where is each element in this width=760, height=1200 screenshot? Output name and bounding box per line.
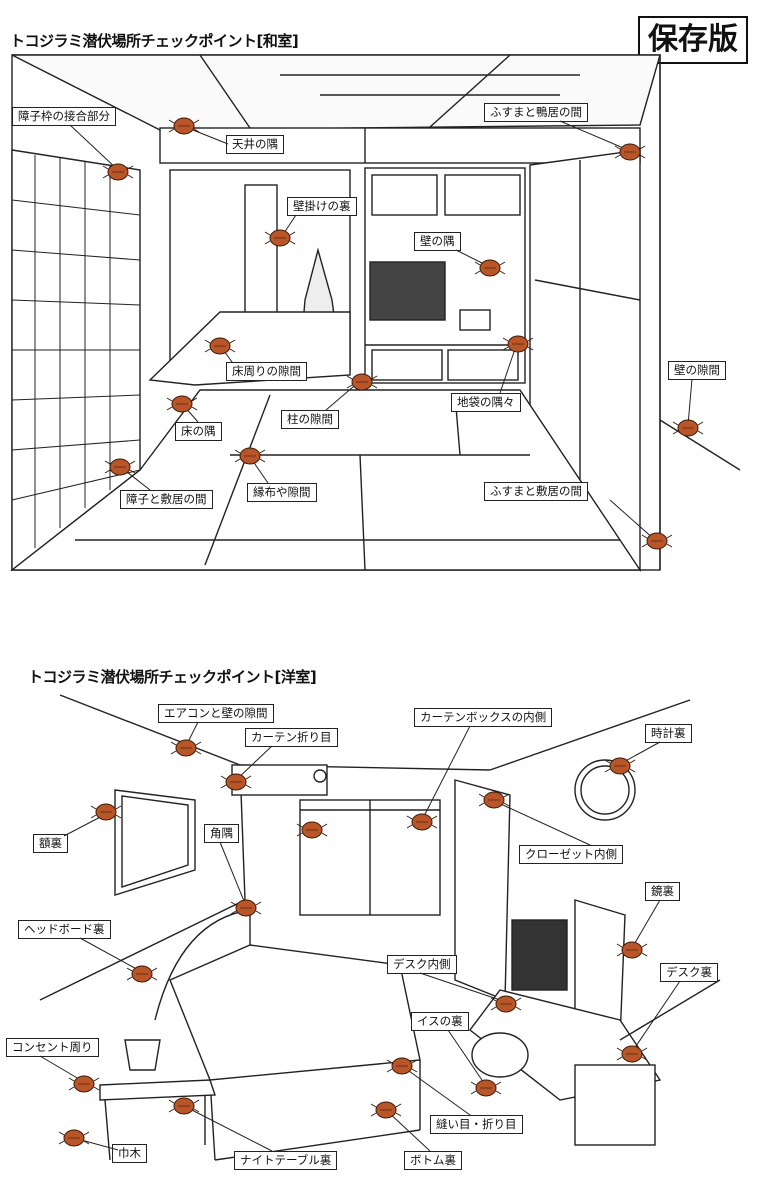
bedbug-icon [296, 821, 328, 839]
label-toko-gap: 床周りの隙間 [226, 362, 307, 381]
bedbug-icon [474, 259, 506, 277]
label-kakejiku-back: 壁掛けの裏 [287, 197, 357, 216]
bedbug-icon [502, 335, 534, 353]
bedbug-icon [386, 1057, 418, 1075]
yoshitsu-illustration [39, 694, 721, 1161]
label-closet: クローゼット内側 [519, 845, 623, 864]
label-corner: 角隅 [204, 824, 239, 843]
bedbug-icon [204, 337, 236, 355]
label-seam-fold: 縫い目・折り目 [430, 1115, 523, 1134]
bedbug-icon [370, 1101, 402, 1119]
bedbug-icon [230, 899, 262, 917]
bedbug-icon [470, 1079, 502, 1097]
bedbug-icon [616, 941, 648, 959]
label-aircon-gap: エアコンと壁の隙間 [158, 704, 274, 723]
label-desk-back: デスク裏 [660, 963, 718, 982]
label-heri-gap: 縁布や隙間 [247, 483, 317, 502]
bedbug-icon [672, 419, 704, 437]
label-fusuma-shikii: ふすまと敷居の間 [484, 482, 588, 501]
bedbug-icon [166, 395, 198, 413]
washitsu-illustration [9, 54, 741, 572]
yoshitsu-heading: トコジラミ潜伏場所チェックポイント[洋室] [28, 668, 317, 686]
bedbug-icon [604, 757, 636, 775]
label-frame-back: 額裏 [33, 834, 68, 853]
bedbug-icon [104, 458, 136, 476]
bedbug-icon [220, 773, 252, 791]
bedbug-icon [58, 1129, 90, 1147]
label-wall-gap: 壁の隙間 [668, 361, 726, 380]
label-baseboard: 巾木 [112, 1144, 147, 1163]
label-shoji-joint: 障子枠の接合部分 [12, 107, 116, 126]
label-curtain-fold: カーテン折り目 [245, 728, 338, 747]
washitsu-heading: トコジラミ潜伏場所チェックポイント[和室] [10, 32, 299, 50]
label-wall-corner: 壁の隅 [414, 232, 461, 251]
label-chair-back: イスの裏 [411, 1012, 469, 1031]
label-mirror-back: 鏡裏 [645, 882, 680, 901]
label-headboard: ヘッドボード裏 [18, 920, 111, 939]
label-pillar-gap: 柱の隙間 [281, 410, 339, 429]
bedbug-icon [234, 447, 266, 465]
label-floor-corner: 床の隅 [175, 422, 222, 441]
bedbug-icon [90, 803, 122, 821]
label-curtain-box: カーテンボックスの内側 [414, 708, 553, 727]
bedbug-icon [170, 739, 202, 757]
label-bottom: ボトム裏 [404, 1151, 462, 1170]
label-chibukuro: 地袋の隅々 [451, 393, 521, 412]
label-clock-back: 時計裏 [645, 724, 692, 743]
bedbug-icon [102, 163, 134, 181]
label-nightstand: ナイトテーブル裏 [234, 1151, 338, 1170]
label-desk-inside: デスク内側 [387, 955, 457, 974]
label-outlet: コンセント周り [6, 1038, 99, 1057]
bedbug-icon [68, 1075, 100, 1093]
bedbug-icon [616, 1045, 648, 1063]
label-ceiling-corner: 天井の隅 [226, 135, 284, 154]
label-fusuma-kamoi: ふすまと鴨居の間 [484, 103, 588, 122]
bedbug-icon [126, 965, 158, 983]
bedbug-icon [264, 229, 296, 247]
bedbug-icon [168, 117, 200, 135]
bedbug-icon [641, 532, 673, 550]
label-shoji-shikii: 障子と敷居の間 [120, 490, 213, 509]
bedbug-icon [406, 813, 438, 831]
